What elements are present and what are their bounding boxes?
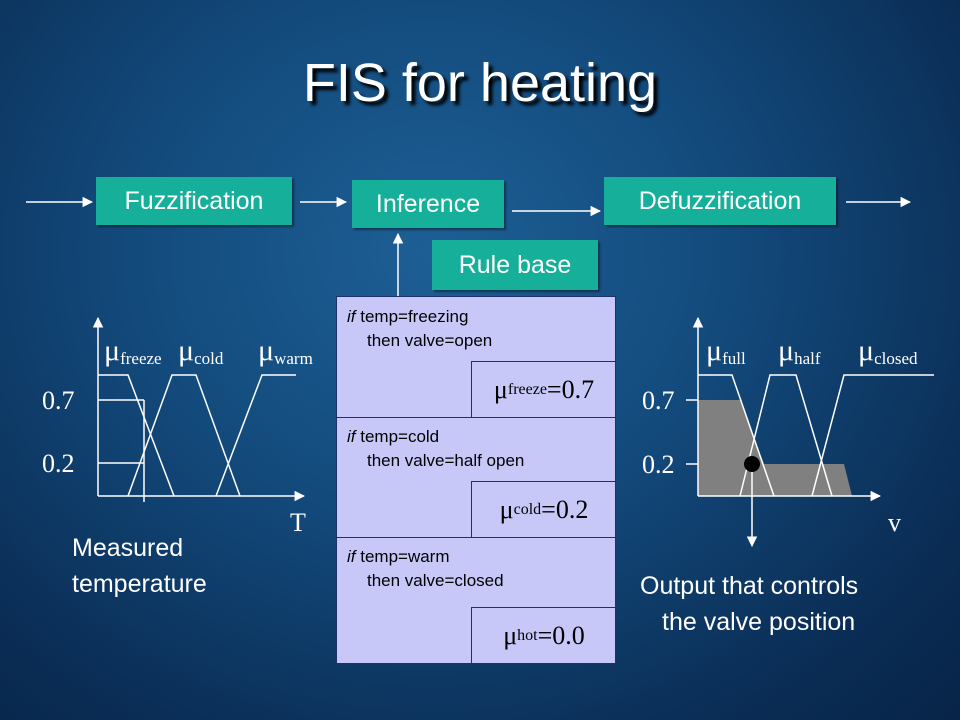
mf-warm bbox=[215, 374, 296, 497]
left-tick-high: 0.7 bbox=[42, 386, 75, 415]
defuzzification-block: Defuzzification bbox=[604, 177, 836, 225]
label-mu-full: μfull bbox=[706, 334, 746, 368]
fuzzification-block: Fuzzification bbox=[96, 177, 292, 225]
aggregated-output-fill bbox=[698, 400, 852, 496]
mf-full bbox=[698, 374, 775, 497]
label-mu-freeze: μfreeze bbox=[104, 334, 162, 368]
right-tick-high: 0.7 bbox=[642, 386, 675, 415]
left-caption: Measured temperature bbox=[72, 534, 207, 598]
inference-block: Inference bbox=[352, 180, 504, 228]
right-x-axis-label: v bbox=[888, 508, 901, 537]
label-mu-warm: μwarm bbox=[258, 334, 313, 368]
rule-separator bbox=[337, 417, 615, 418]
mf-half bbox=[739, 374, 833, 497]
mf-closed bbox=[811, 374, 934, 497]
right-caption: Output that controls the valve position bbox=[640, 572, 859, 636]
label-mu-closed: μclosed bbox=[858, 334, 918, 368]
mf-freeze bbox=[98, 374, 175, 497]
rule-base-block: Rule base bbox=[432, 240, 598, 290]
mf-cold bbox=[127, 374, 241, 497]
rule-3-condition: if temp=warm then valve=closed bbox=[347, 547, 504, 590]
rule-2-condition: if temp=cold then valve=half open bbox=[347, 427, 525, 470]
rule-separator bbox=[337, 537, 615, 538]
left-tick-low: 0.2 bbox=[42, 449, 75, 478]
centroid-point bbox=[744, 456, 760, 472]
right-tick-low: 0.2 bbox=[642, 450, 675, 479]
rule-1-condition: if temp=freezing then valve=open bbox=[347, 307, 493, 350]
page-title: FIS for heating bbox=[302, 53, 658, 113]
label-mu-cold: μcold bbox=[178, 334, 224, 368]
label-mu-half: μhalf bbox=[778, 334, 821, 368]
left-x-axis-label: T bbox=[290, 508, 306, 537]
